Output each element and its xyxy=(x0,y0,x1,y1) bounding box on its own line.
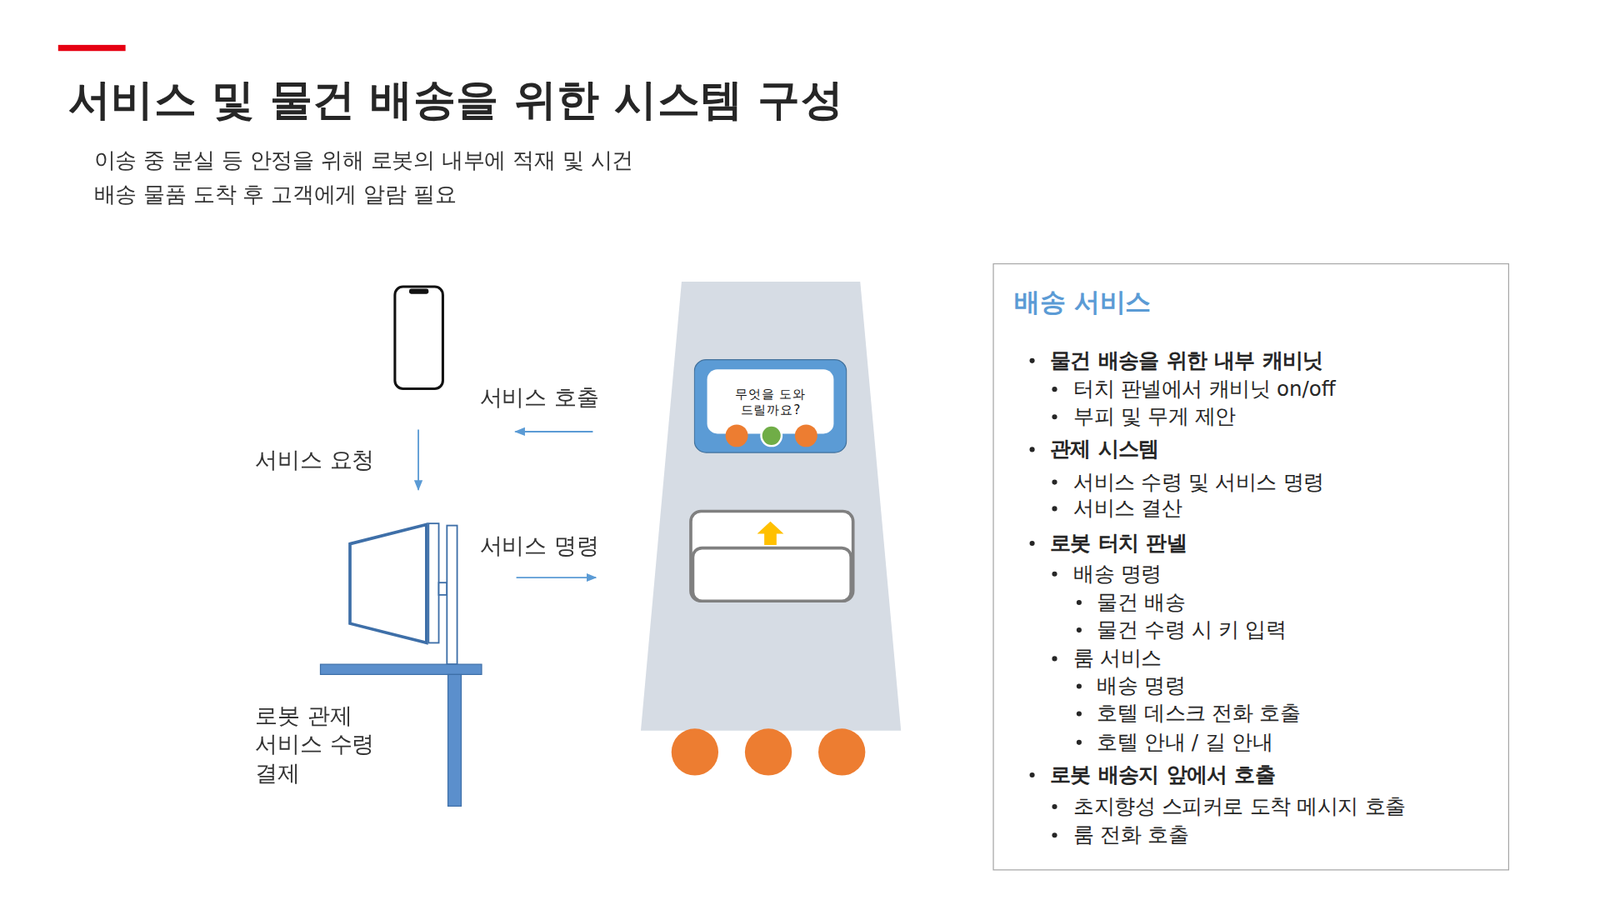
bullet-dot xyxy=(1051,570,1057,576)
robot-illustration xyxy=(640,281,901,776)
list-item: 관제 시스템 xyxy=(1050,435,1160,463)
list-item: 물건 수령 시 키 입력 xyxy=(1096,616,1286,644)
arrow-label: 서비스 호출 xyxy=(480,382,600,413)
bullet-dot xyxy=(1051,505,1057,511)
list-item: 호텔 데스크 전화 호출 xyxy=(1096,700,1300,727)
list-item: 서비스 결산 xyxy=(1073,495,1182,522)
request-arrow xyxy=(417,430,420,490)
list-item: 로봇 터치 판넬 xyxy=(1050,530,1187,557)
bullet-dot xyxy=(1051,803,1057,809)
bullet-dot xyxy=(1075,739,1081,745)
screen-button xyxy=(725,424,749,447)
desk-label: 로봇 관제 서비스 수령 결제 xyxy=(255,701,398,788)
list-item: 서비스 수령 및 서비스 명령 xyxy=(1073,468,1325,495)
bullet-dot xyxy=(1051,385,1057,391)
bullet-dot xyxy=(1029,446,1035,452)
list-item: 부피 및 무게 제안 xyxy=(1073,403,1236,430)
command-arrow xyxy=(516,576,597,579)
bullet-dot xyxy=(1075,683,1081,689)
bullet-dot xyxy=(1029,540,1035,545)
arrow-label: 서비스 요청 xyxy=(255,444,375,475)
bullet-dot xyxy=(1029,357,1035,363)
bullet-dot xyxy=(1075,710,1081,716)
robot-screen: 무엇을 도와 드릴까요? xyxy=(694,359,848,454)
bullet-dot xyxy=(1051,479,1057,485)
screen-button xyxy=(760,424,783,447)
arrow-label: 서비스 명령 xyxy=(480,530,600,560)
accent-bar xyxy=(58,45,126,51)
bullet-dot xyxy=(1051,655,1057,661)
list-item: 터치 판넬에서 캐비닛 on/off xyxy=(1073,375,1335,403)
list-item: 로봇 배송지 앞에서 호출 xyxy=(1050,760,1275,788)
note-text: 배송 물품 도착 후 고객에게 알람 필요 xyxy=(94,180,457,209)
list-item: 물건 배송 xyxy=(1096,589,1185,616)
bullet-dot xyxy=(1075,599,1081,605)
bullet-dot xyxy=(1051,832,1057,838)
list-item: 초지향성 스피커로 도착 메시지 호출 xyxy=(1073,792,1405,820)
bullet-dot xyxy=(1029,771,1035,777)
list-item: 배송 명령 xyxy=(1073,560,1162,587)
list-item: 호텔 안내 / 길 안내 xyxy=(1096,728,1273,755)
screen-text: 무엇을 도와 드릴까요? xyxy=(721,385,820,418)
list-item: 룸 전화 호출 xyxy=(1073,821,1189,849)
control-desk xyxy=(320,523,481,806)
screen-button xyxy=(795,424,818,447)
phone-icon xyxy=(395,286,444,389)
bullet-dot xyxy=(1075,626,1081,632)
service-panel: 배송 서비스물건 배송을 위한 내부 캐비닛터치 판넬에서 캐비닛 on/off… xyxy=(992,263,1510,871)
bullet-dot xyxy=(1051,414,1057,420)
list-item: 배송 명령 xyxy=(1096,672,1185,700)
list-item: 룸 서비스 xyxy=(1073,645,1162,672)
slide-title: 서비스 및 물건 배송을 위한 시스템 구성 xyxy=(68,74,844,125)
panel-heading: 배송 서비스 xyxy=(1014,286,1151,320)
list-item: 물건 배송을 위한 내부 캐비닛 xyxy=(1050,346,1324,374)
call-arrow xyxy=(515,430,593,433)
note-text: 이송 중 분실 등 안정을 위해 로봇의 내부에 적재 및 시건 xyxy=(94,146,634,175)
